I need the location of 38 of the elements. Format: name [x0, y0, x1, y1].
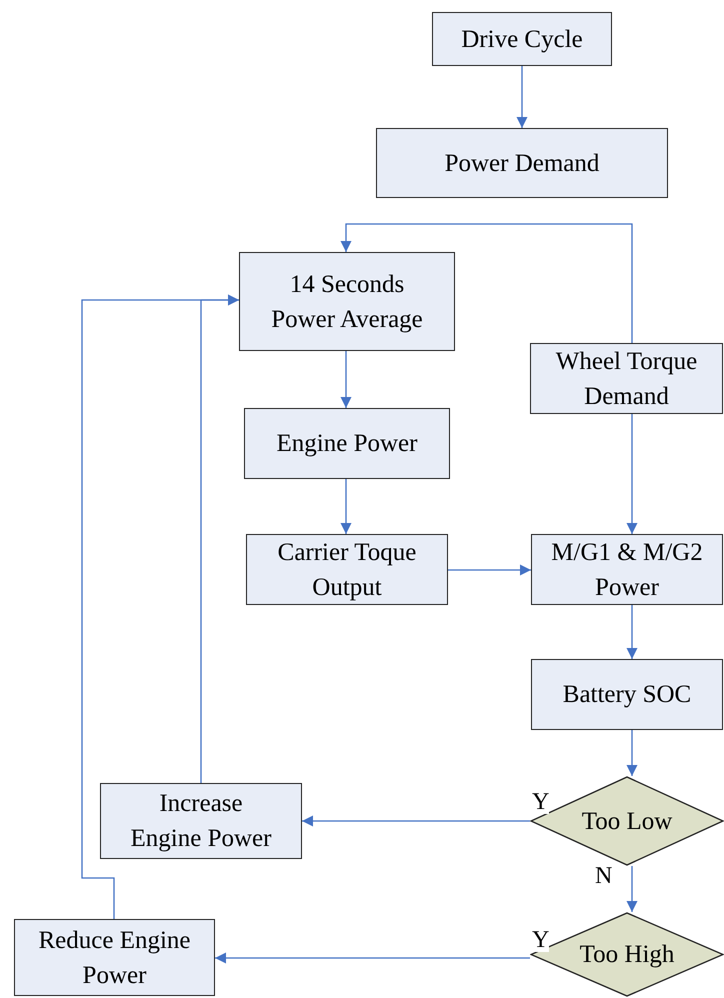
process-box	[531, 659, 723, 730]
arrow	[302, 816, 530, 826]
process-box	[239, 252, 455, 351]
arrow	[340, 351, 352, 408]
process-box	[246, 534, 448, 605]
process-box	[376, 128, 668, 198]
process-box	[531, 534, 723, 605]
edge-label: Y	[532, 928, 550, 952]
arrow	[81, 294, 239, 919]
decision-diamond	[530, 776, 724, 866]
process-box	[14, 919, 215, 996]
process-box	[432, 12, 612, 66]
arrow	[626, 866, 638, 912]
node-label: Too Low	[582, 806, 672, 836]
node-label: Battery SOC	[562, 680, 692, 710]
decision-diamond	[530, 912, 724, 997]
node-label: Wheel Torque Demand	[554, 346, 698, 412]
node-label: Too High	[580, 940, 674, 970]
arrow	[516, 66, 528, 128]
arrow	[340, 223, 633, 343]
arrow	[626, 730, 638, 776]
node-label: Reduce Engine Power	[37, 926, 192, 990]
arrow	[626, 605, 638, 659]
arrow	[626, 414, 638, 534]
process-box	[100, 783, 302, 859]
arrow	[215, 952, 530, 964]
arrow	[448, 564, 531, 576]
node-label: Drive Cycle	[461, 24, 583, 54]
node-label: Carrier Toque Output	[276, 538, 418, 602]
node-label: Power Demand	[444, 148, 600, 178]
process-box	[244, 408, 450, 479]
process-box	[530, 343, 723, 414]
node-label: M/G1 & M/G2 Power	[550, 538, 704, 602]
node-label: Engine Power	[276, 429, 418, 459]
node-label: Increase Engine Power	[130, 789, 272, 854]
node-label: 14 Seconds Power Average	[270, 270, 424, 334]
arrow	[340, 479, 352, 534]
edge-label: Y	[532, 790, 550, 814]
